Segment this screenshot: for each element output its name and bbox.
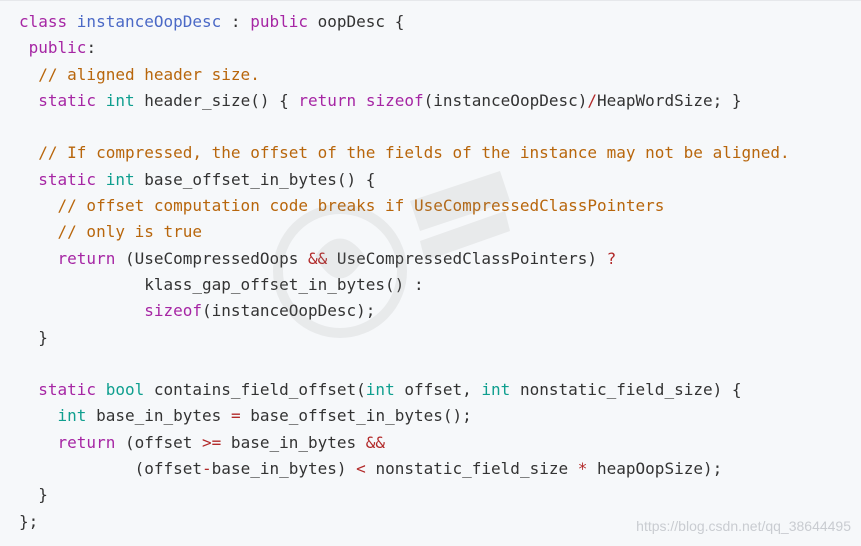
code-token: base_offset_in_bytes();: [240, 406, 472, 426]
code-listing: class instanceOopDesc : public oopDesc {…: [0, 1, 861, 535]
code-token: // aligned header size.: [38, 64, 260, 84]
code-token: klass_gap_offset_in_bytes() :: [19, 274, 424, 294]
code-token: /: [587, 90, 598, 110]
code-token: *: [577, 459, 588, 479]
watermark-url: https://blog.csdn.net/qq_38644495: [636, 518, 851, 534]
code-token: contains_field_offset(: [144, 380, 366, 400]
code-token: [19, 91, 38, 110]
code-line: return (offset >= base_in_bytes &&: [19, 430, 861, 456]
code-line: static int header_size() { return sizeof…: [19, 88, 861, 114]
code-token: int: [365, 380, 395, 400]
code-token: // If compressed, the offset of the fiel…: [38, 143, 790, 163]
code-token: // only is true: [57, 222, 203, 242]
code-token: instanceOopDesc: [76, 12, 222, 31]
code-token: [19, 170, 38, 189]
code-token: [19, 65, 38, 84]
code-token: // offset computation code breaks if Use…: [57, 196, 665, 216]
code-token: sizeof: [365, 90, 424, 110]
code-token: :: [86, 38, 97, 58]
code-token: static: [38, 90, 97, 110]
code-token: int: [481, 380, 511, 400]
code-token: (offset: [115, 432, 203, 452]
code-token: [356, 91, 366, 110]
code-token: [96, 380, 106, 399]
code-line: int base_in_bytes = base_offset_in_bytes…: [19, 403, 861, 429]
code-token: public: [28, 38, 87, 58]
code-line: class instanceOopDesc : public oopDesc {: [19, 9, 861, 35]
code-line: }: [19, 482, 861, 508]
code-token: base_offset_in_bytes() {: [134, 169, 376, 189]
code-token: public: [250, 12, 308, 31]
code-line: // aligned header size.: [19, 62, 861, 88]
code-token: };: [19, 511, 39, 531]
code-token: bool: [105, 380, 145, 400]
code-token: =: [230, 406, 241, 426]
code-token: [19, 38, 29, 57]
code-line: [19, 114, 861, 140]
code-line: };: [19, 509, 861, 535]
code-token: static: [38, 169, 97, 189]
code-token: &&: [365, 432, 386, 452]
code-token: offset,: [394, 380, 482, 400]
code-token: [96, 170, 106, 189]
code-line: // offset computation code breaks if Use…: [19, 193, 861, 219]
code-token: -: [202, 459, 212, 479]
code-token: &&: [308, 249, 327, 268]
code-token: heapOopSize);: [587, 459, 723, 479]
code-token: base_in_bytes): [211, 459, 357, 479]
code-token: HeapWordSize; }: [597, 90, 742, 110]
code-token: [19, 433, 58, 452]
code-token: [19, 406, 58, 425]
code-line: }: [19, 325, 861, 351]
code-line: (offset-base_in_bytes) < nonstatic_field…: [19, 456, 861, 482]
code-token: class: [19, 12, 77, 31]
code-token: header_size() {: [134, 90, 299, 110]
code-token: nonstatic_field_size) {: [510, 380, 742, 400]
code-token: }: [19, 485, 48, 505]
code-line: return (UseCompressedOops && UseCompress…: [19, 246, 861, 272]
code-line: // only is true: [19, 219, 861, 245]
code-token: (instanceOopDesc): [423, 90, 588, 110]
watermark-logo: [273, 171, 510, 338]
code-token: [19, 301, 144, 320]
code-token: return: [298, 90, 357, 110]
code-token: }: [19, 327, 48, 347]
code-token: :: [221, 12, 251, 31]
code-token: oopDesc {: [308, 12, 405, 31]
code-token: [96, 91, 106, 110]
code-token: int: [105, 169, 135, 189]
code-token: int: [105, 90, 135, 110]
code-line: static int base_offset_in_bytes() {: [19, 167, 861, 193]
code-line: // If compressed, the offset of the fiel…: [19, 140, 861, 166]
code-token: return: [57, 248, 116, 268]
code-token: >=: [202, 432, 222, 452]
code-token: nonstatic_field_size: [365, 459, 578, 479]
code-token: [19, 222, 58, 241]
code-token: ?: [606, 248, 617, 268]
code-token: return: [57, 432, 116, 452]
code-token: [19, 249, 58, 268]
code-token: UseCompressedClassPointers): [327, 248, 607, 268]
code-token: [19, 143, 38, 162]
code-line: sizeof(instanceOopDesc);: [19, 298, 861, 324]
code-line: public:: [19, 35, 861, 61]
code-token: [19, 196, 58, 215]
code-token: base_in_bytes: [221, 432, 366, 452]
code-token: base_in_bytes: [86, 406, 231, 426]
code-token: sizeof: [144, 301, 203, 321]
code-token: static: [38, 380, 97, 400]
code-token: int: [57, 406, 87, 426]
code-line: static bool contains_field_offset(int of…: [19, 377, 861, 403]
code-token: (offset: [19, 459, 203, 479]
code-token: (instanceOopDesc);: [202, 301, 376, 321]
code-token: [19, 380, 38, 399]
code-token: <: [356, 459, 366, 479]
code-line: klass_gap_offset_in_bytes() :: [19, 272, 861, 298]
code-token: (UseCompressedOops: [115, 248, 308, 268]
